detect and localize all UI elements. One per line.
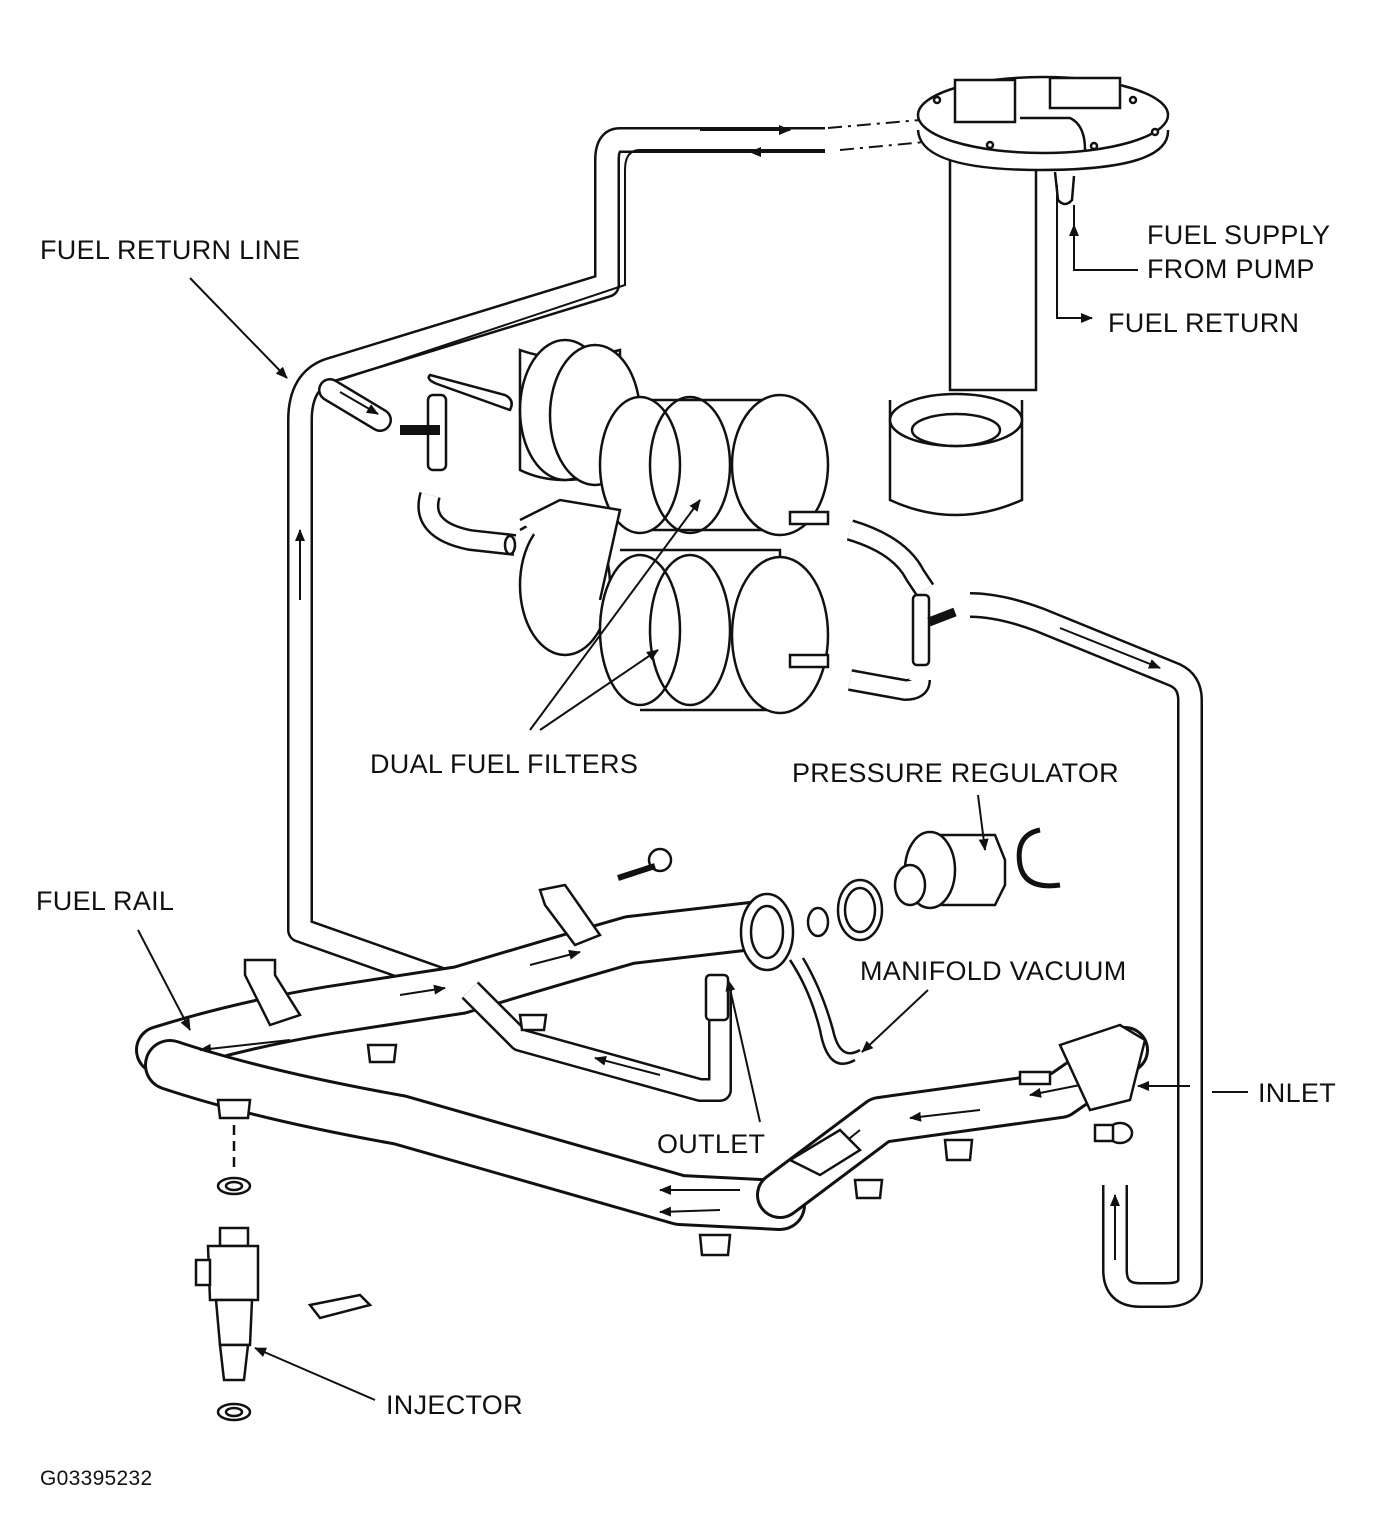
fuel-supply-label-line1: FUEL SUPPLY	[1147, 220, 1331, 250]
fuel-rail-label: FUEL RAIL	[36, 886, 175, 916]
injector-ports	[216, 1013, 974, 1257]
fuel-return-line-label: FUEL RETURN LINE	[40, 235, 301, 265]
leader-lines	[137, 277, 1248, 1401]
fuel-supply-line-pipe	[969, 592, 1203, 1308]
pressure-regulator-label: PRESSURE REGULATOR	[792, 758, 1119, 788]
dual-fuel-filters-label: DUAL FUEL FILTERS	[370, 749, 639, 779]
outlet-stub	[704, 973, 730, 1022]
fuel-return-line-pipe	[287, 127, 825, 1003]
injector-parts	[194, 1121, 1134, 1422]
manifold-vacuum-hose	[788, 957, 861, 1065]
fuel-filter-upper	[518, 338, 830, 537]
outlet-label: OUTLET	[657, 1129, 766, 1159]
pump-port-leader-lines	[827, 119, 926, 151]
pump-callout-lines	[1056, 185, 1138, 323]
fuel-rail-mount-brackets	[243, 883, 1147, 1177]
manifold-vacuum-label: MANIFOLD VACUUM	[860, 956, 1127, 986]
filter-outlet-hoses	[846, 519, 957, 702]
injector-label: INJECTOR	[386, 1390, 523, 1420]
figure-code: G03395232	[40, 1467, 153, 1490]
fuel-supply-label-line2: FROM PUMP	[1147, 254, 1315, 284]
return-line-flow-arrows	[295, 125, 800, 600]
inlet-label: INLET	[1258, 1078, 1337, 1108]
fuel-pump-sender	[888, 75, 1170, 517]
fuel-filter-lower	[518, 498, 830, 715]
pressure-regulator-assembly	[617, 827, 1061, 972]
fuel-return-label: FUEL RETURN	[1108, 308, 1300, 338]
